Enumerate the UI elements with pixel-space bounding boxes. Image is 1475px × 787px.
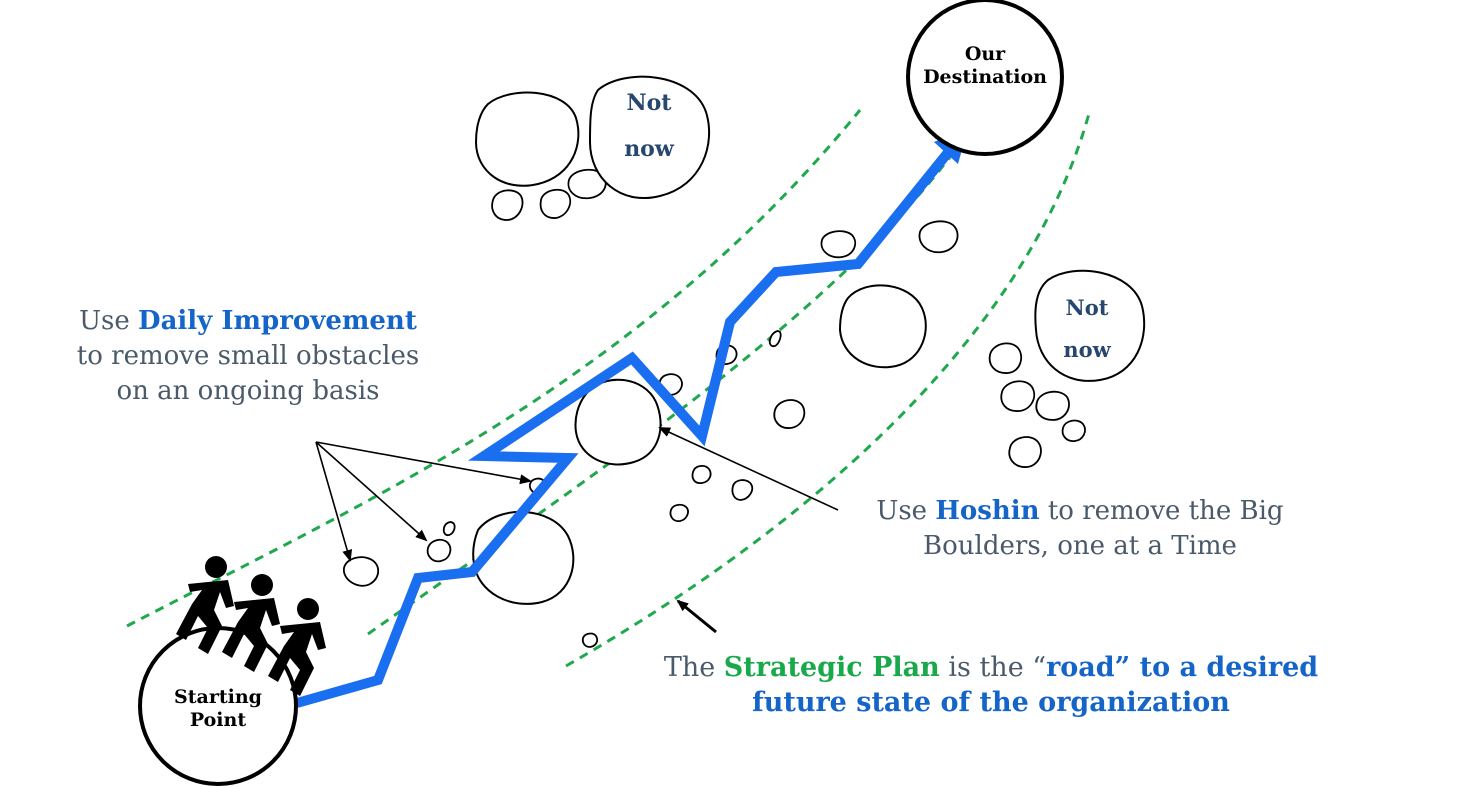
strategic-line1: The Strategic Plan is the “road” to a de… xyxy=(660,650,1322,685)
daily-improvement-callout: Use Daily Improvement to remove small ob… xyxy=(60,304,436,409)
not-now-boulder-right xyxy=(1034,269,1146,382)
strategic-line2: future state of the organization xyxy=(752,687,1230,718)
hoshin-suffix: to remove the Big xyxy=(1039,496,1284,526)
hoshin-line2: Boulders, one at a Time xyxy=(923,531,1237,561)
obstacle xyxy=(988,342,1022,374)
not-now-top-line1: Not xyxy=(626,90,672,116)
daily-line3: on an ongoing basis xyxy=(116,376,380,406)
not-now-label-right: Not now xyxy=(1038,294,1136,364)
big-boulder xyxy=(574,378,662,466)
destination-line1: Our xyxy=(964,43,1006,65)
obstacle xyxy=(581,632,599,648)
not-now-top-line2: now xyxy=(624,136,674,162)
obstacle xyxy=(343,556,380,587)
obstacle xyxy=(491,189,524,221)
obstacle xyxy=(918,220,959,254)
daily-line1: Use Daily Improvement xyxy=(60,304,436,339)
strategic-highlight-blue: road” to a desired xyxy=(1046,652,1319,683)
improvement-path xyxy=(295,146,954,708)
hoshin-callout: Use Hoshin to remove the Big Boulders, o… xyxy=(862,494,1298,564)
obstacle xyxy=(691,465,712,485)
obstacle xyxy=(731,479,754,501)
obstacle xyxy=(1035,390,1070,421)
daily-highlight: Daily Improvement xyxy=(138,306,417,336)
start-label: Starting Point xyxy=(140,686,296,732)
road-upper-edge xyxy=(126,109,862,628)
strategic-plan-callout: The Strategic Plan is the “road” to a de… xyxy=(660,650,1322,720)
destination-line2: Destination xyxy=(923,66,1047,88)
obstacle xyxy=(773,399,806,429)
not-now-boulder-top xyxy=(588,75,711,199)
destination-label: Our Destination xyxy=(908,43,1062,89)
strategic-middle: is the “ xyxy=(939,652,1047,683)
start-line2: Point xyxy=(189,709,247,731)
obstacle xyxy=(1008,436,1042,468)
strategic-highlight-green: Strategic Plan xyxy=(723,652,940,683)
big-boulder xyxy=(474,91,580,187)
hoshin-prefix: Use xyxy=(876,496,936,526)
obstacle xyxy=(1061,419,1086,442)
callout-arrows xyxy=(315,427,839,562)
not-now-right-line1: Not xyxy=(1065,295,1109,320)
not-now-label-top: Not now xyxy=(600,88,698,164)
daily-arrow-1 xyxy=(315,441,353,562)
daily-prefix: Use xyxy=(79,306,139,336)
start-line1: Starting xyxy=(174,686,262,708)
hoshin-highlight: Hoshin xyxy=(935,496,1040,526)
obstacle xyxy=(1000,380,1036,412)
running-people-icon xyxy=(176,556,326,696)
obstacle xyxy=(820,230,856,259)
road-lower-edge xyxy=(565,109,1092,668)
obstacle xyxy=(768,330,782,348)
daily-line2: to remove small obstacles xyxy=(76,341,420,371)
daily-arrow-2 xyxy=(315,441,428,542)
big-boulder xyxy=(838,284,927,369)
obstacle xyxy=(426,538,452,563)
hoshin-line1: Use Hoshin to remove the Big xyxy=(862,494,1298,529)
obstacle xyxy=(442,521,456,537)
obstacle xyxy=(539,188,572,219)
road-arrow xyxy=(676,599,717,634)
strategic-prefix: The xyxy=(663,652,724,683)
daily-arrow-3 xyxy=(315,441,532,485)
destination-circle xyxy=(906,0,1064,156)
obstacle xyxy=(669,503,689,522)
not-now-right-line2: now xyxy=(1063,337,1111,362)
obstacle xyxy=(567,168,607,200)
hoshin-arrow xyxy=(658,427,839,511)
